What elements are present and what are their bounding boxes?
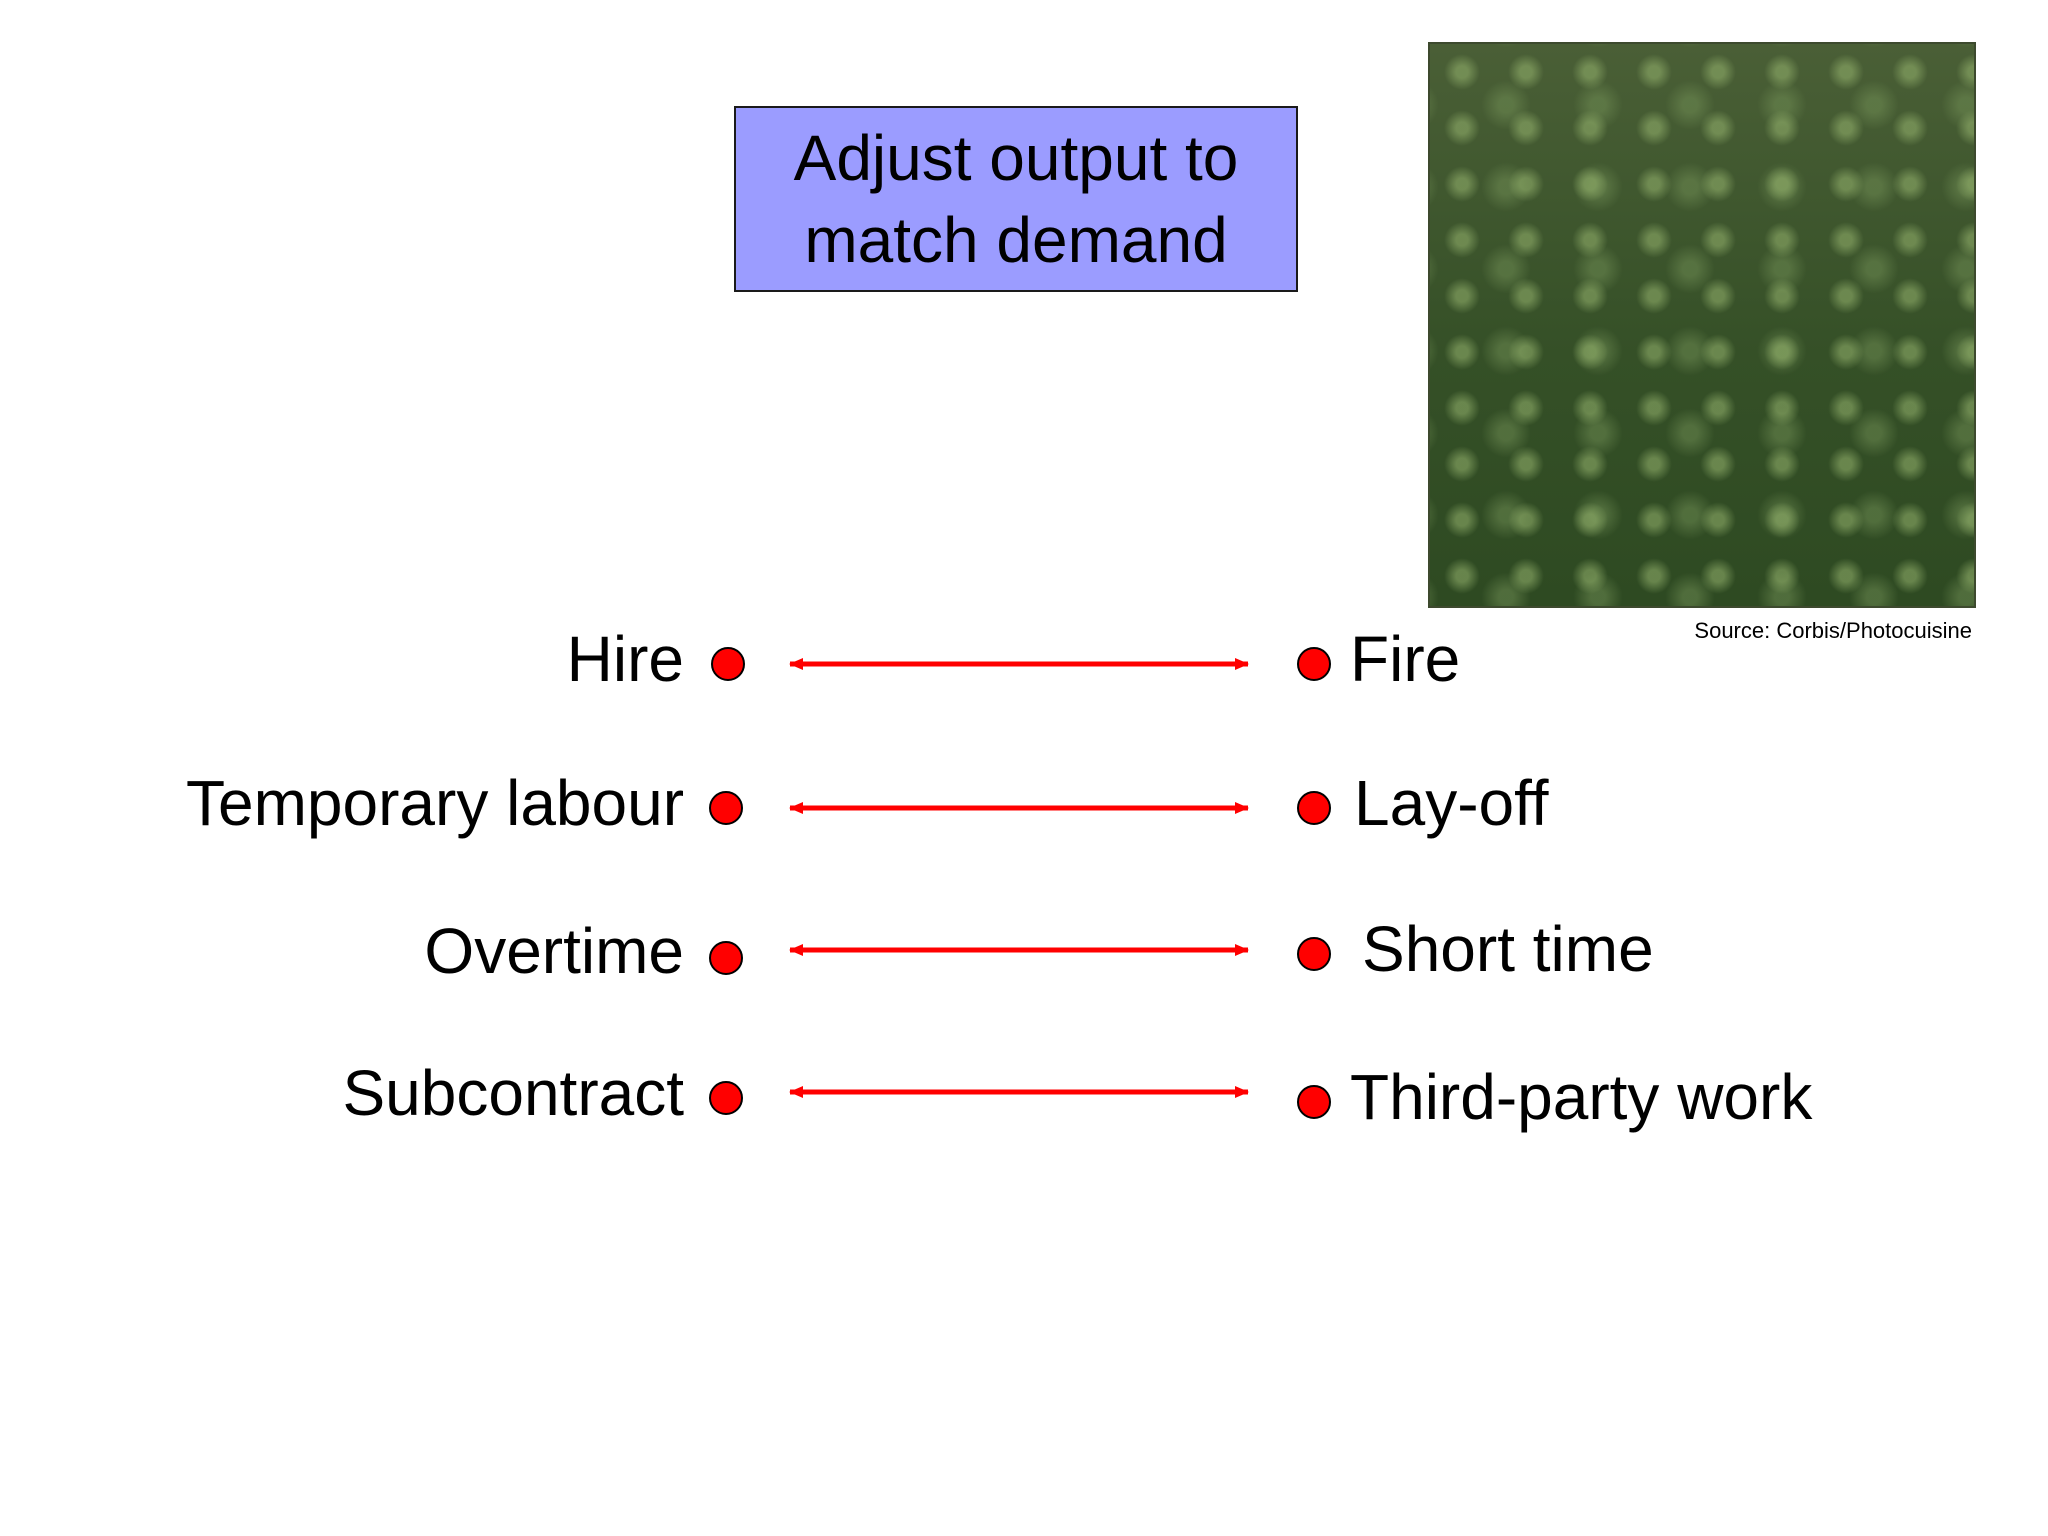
lettuce-field-photo xyxy=(1428,42,1976,608)
right-label-third-party-work: Third-party work xyxy=(1350,1061,1813,1133)
title-line-1: Adjust output to xyxy=(793,122,1239,194)
left-dot-temporary-labour xyxy=(709,791,743,825)
left-label-subcontract: Subcontract xyxy=(342,1057,684,1129)
right-label-lay-off: Lay-off xyxy=(1354,767,1549,839)
right-dot-lay-off xyxy=(1297,791,1331,825)
left-dot-hire xyxy=(711,647,745,681)
title-box: Adjust output to match demand xyxy=(734,106,1298,292)
left-label-overtime: Overtime xyxy=(424,915,684,987)
left-dot-subcontract xyxy=(709,1081,743,1115)
photo-caption: Source: Corbis/Photocuisine xyxy=(1694,618,1972,643)
left-label-temporary-labour: Temporary labour xyxy=(186,767,684,839)
title-line-2: match demand xyxy=(804,204,1228,276)
left-dot-overtime xyxy=(709,941,743,975)
right-label-fire: Fire xyxy=(1350,623,1461,695)
right-dot-fire xyxy=(1297,647,1331,681)
right-dot-third-party-work xyxy=(1297,1085,1331,1119)
left-label-hire: Hire xyxy=(566,623,684,695)
right-label-short-time: Short time xyxy=(1362,913,1654,985)
right-dot-short-time xyxy=(1297,937,1331,971)
